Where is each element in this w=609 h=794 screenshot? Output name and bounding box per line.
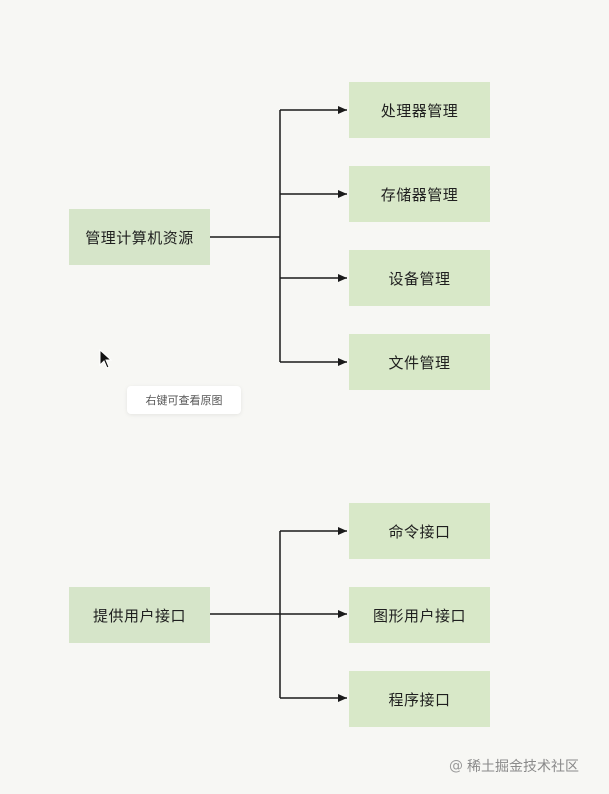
node-command-interface: 命令接口	[349, 503, 490, 559]
node-device-management: 设备管理	[349, 250, 490, 306]
mouse-pointer-icon	[99, 348, 113, 373]
node-program-interface: 程序接口	[349, 671, 490, 727]
view-original-hint[interactable]: 右键可查看原图	[127, 386, 241, 414]
juejin-watermark: @ 稀土掘金技术社区	[449, 756, 579, 776]
node-storage-management: 存储器管理	[349, 166, 490, 222]
watermark-text: 稀土掘金技术社区	[467, 759, 579, 775]
node-gui-interface: 图形用户接口	[349, 587, 490, 643]
at-symbol: @	[449, 758, 463, 774]
node-manage-resources: 管理计算机资源	[69, 209, 210, 265]
node-processor-management: 处理器管理	[349, 82, 490, 138]
node-provide-user-interface: 提供用户接口	[69, 587, 210, 643]
node-file-management: 文件管理	[349, 334, 490, 390]
